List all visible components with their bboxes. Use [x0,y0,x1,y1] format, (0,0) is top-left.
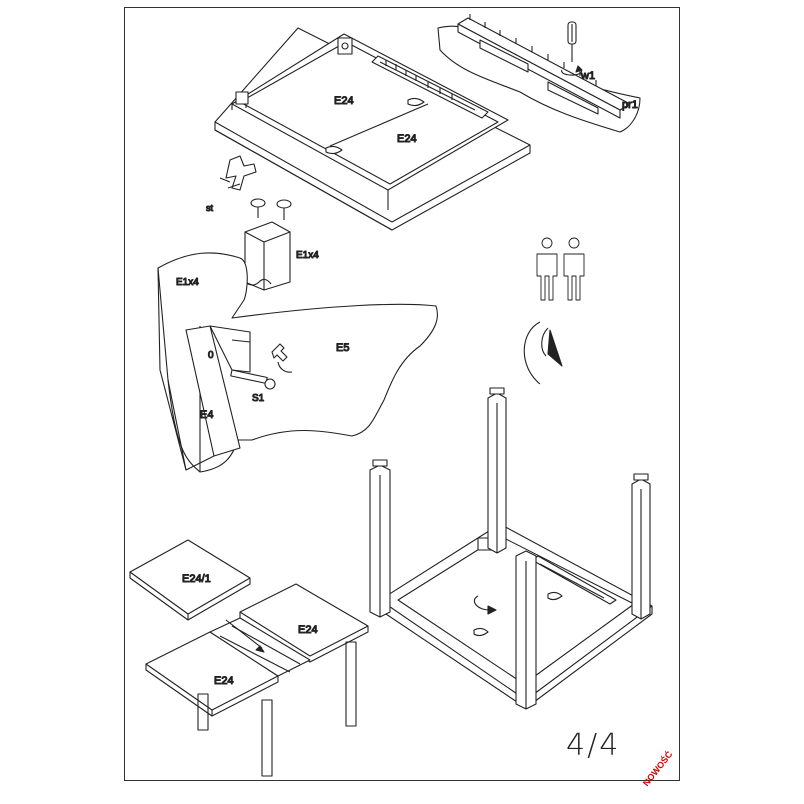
glide-parts [219,155,292,220]
rotate-arrow-icon [523,321,563,385]
leg-block [244,221,291,291]
leg-attachment-step [157,252,438,473]
label-w1: w1 [580,70,595,82]
label-e24-left: E24 [214,675,234,687]
label-pr1: pr1 [622,99,638,111]
label-e5: E5 [336,342,349,354]
label-e4: E4 [200,409,213,421]
tabletop-frame-step [214,27,531,231]
table-legs-step [369,387,653,710]
label-e24-top-a: E24 [334,95,354,107]
label-e24-top-b: E24 [397,133,417,145]
two-people-icon [536,237,585,301]
label-e1x4-side: E1x4 [176,277,199,288]
label-o: 0 [208,350,214,361]
label-e24-1: E24/1 [182,573,211,585]
page-frame [124,7,680,781]
label-e1x4-leg: E1x4 [296,250,319,261]
screwdriver-icon [561,21,583,76]
extending-table-step [129,539,369,777]
label-e24-right: E24 [298,624,318,636]
label-s1: S1 [252,393,265,404]
wrench-icon [271,343,293,373]
label-st: st [206,203,214,213]
page-number: 4/4 [566,728,621,763]
